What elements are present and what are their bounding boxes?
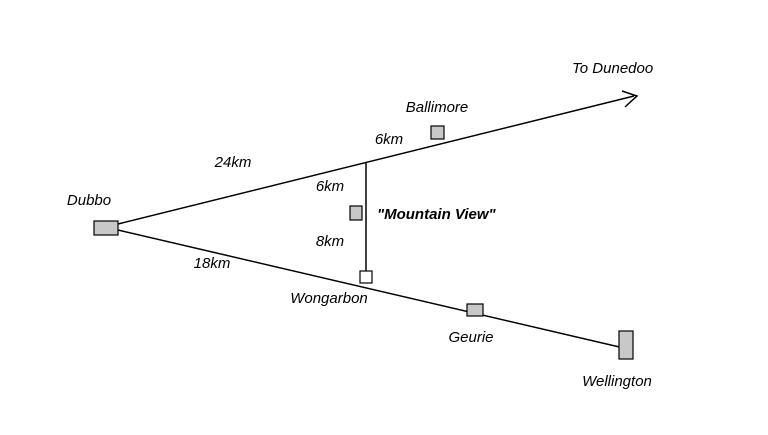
- geurie-label: Geurie: [448, 329, 493, 346]
- distance-8km-label: 8km: [316, 233, 344, 250]
- dubbo-marker: [93, 220, 119, 236]
- wongarbon-marker: [359, 270, 373, 284]
- mountain-view-label: "Mountain View": [377, 206, 497, 223]
- wellington-label: Wellington: [582, 373, 652, 390]
- dubbo-label: Dubbo: [67, 192, 111, 209]
- arrowhead-to-dunedoo-icon: [621, 90, 639, 108]
- wellington-marker: [618, 330, 634, 360]
- road-dubbo-to-wellington: [117, 229, 629, 350]
- distance-18km-label: 18km: [194, 255, 231, 272]
- distance-6km-upper-label: 6km: [375, 131, 403, 148]
- geurie-marker: [466, 303, 484, 317]
- distance-24km-label: 24km: [214, 154, 252, 171]
- ballimore-label: Ballimore: [406, 99, 469, 116]
- distance-6km-mid-label: 6km: [316, 178, 344, 195]
- wongarbon-label: Wongarbon: [290, 290, 368, 307]
- to-dunedoo-label: To Dunedoo: [572, 60, 653, 77]
- ballimore-marker: [430, 125, 445, 140]
- mountain-view-marker: [349, 205, 363, 221]
- road-dubbo-to-dunedoo: [117, 95, 635, 225]
